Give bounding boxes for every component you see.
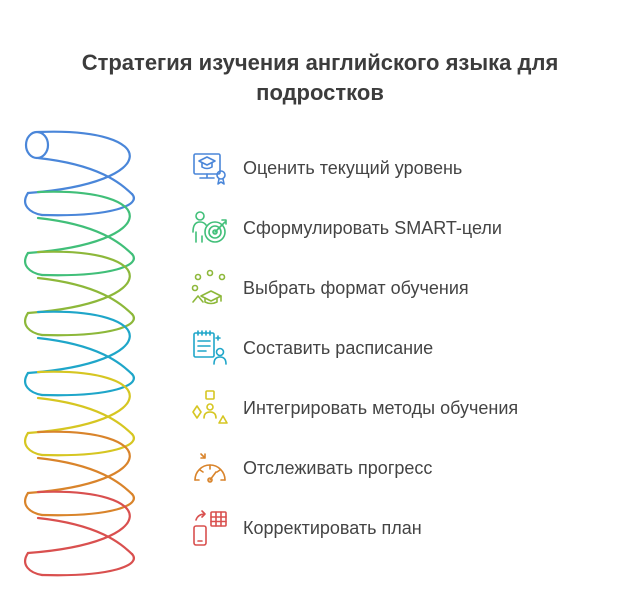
coil-turn-front [26,250,131,315]
coil-turn-back [40,432,135,457]
coil-turn-back [24,371,44,397]
coil-turn-back [36,216,134,256]
step-label: Интегрировать методы обучения [243,397,519,418]
coil-turn-back [36,276,134,316]
step-smart-goals: Сформулировать SMART-цели [190,208,502,248]
coil-turn-front [26,310,131,375]
coil-turn-back [36,156,134,196]
step-assess-level: Оценить текущий уровень [190,148,462,188]
graduate-monitor-icon [193,153,226,185]
coil-turn-back [24,431,44,457]
person-target-icon [192,211,227,243]
people-graduation-cap-icon [191,269,226,305]
coil-turn-back [24,191,44,217]
coil-turn-back [24,251,44,277]
coil-turn-back [36,336,134,376]
speedometer-icon [194,453,226,483]
schedule-clipboard-icon [193,330,227,365]
step-track-progress: Отслеживать прогресс [190,448,432,488]
coil-turn-front [26,490,131,555]
coil-turn-back [36,396,134,436]
coil-turn-back [24,551,44,577]
coil-turn-back [40,252,135,277]
page-title: Стратегия изучения английского языка для… [81,50,559,105]
coil-turn-back [40,192,135,217]
coil-end-cap [24,130,50,160]
step-label: Корректировать план [243,517,422,538]
coil-turn-front [26,130,131,195]
step-label: Оценить текущий уровень [243,157,463,178]
step-adjust-plan: Корректировать план [190,508,422,548]
coil-turn-back [24,311,44,337]
coil-turn-back [24,491,44,517]
coil-turn-back [36,456,134,496]
step-label: Составить расписание [243,337,434,358]
coil-turn-front [26,370,131,435]
step-label: Сформулировать SMART-цели [243,217,502,238]
phone-table-icon [193,510,227,546]
coil-turn-back [40,552,135,577]
step-label: Отслеживать прогресс [243,457,433,478]
coil-turn-back [40,492,135,517]
spring-coil-graphic [24,130,135,577]
shapes-methods-icon [192,390,228,424]
step-make-schedule: Составить расписание [190,328,433,368]
step-label: Выбрать формат обучения [243,277,469,298]
step-integrate-methods: Интегрировать методы обучения [190,388,518,428]
coil-turn-back [36,516,134,556]
step-choose-format: Выбрать формат обучения [190,268,469,308]
coil-turn-front [26,430,131,495]
coil-turn-front [26,190,131,255]
coil-turn-back [40,372,135,397]
coil-turn-back [40,312,135,337]
